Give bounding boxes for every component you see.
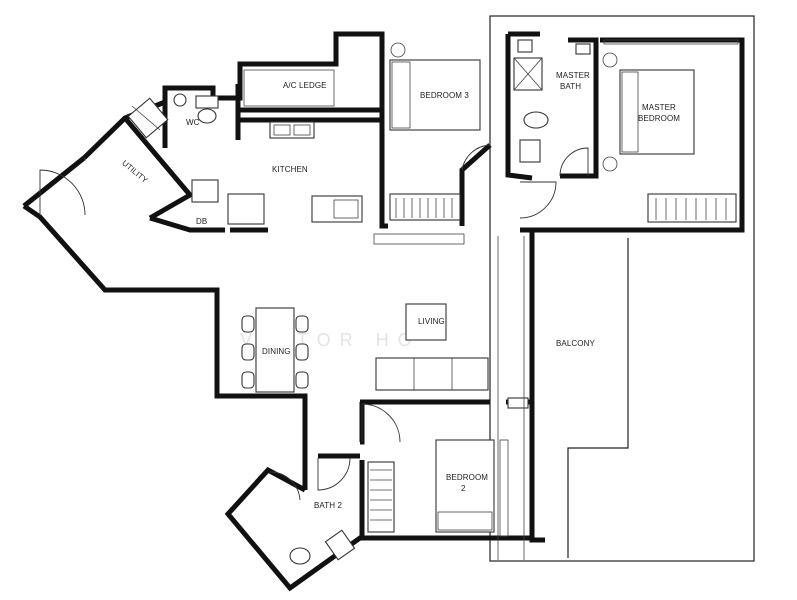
label-bedroom-2-2: 2 [461,484,466,493]
label-kitchen: KITCHEN [272,165,308,174]
label-master-bedroom-1: MASTER [642,103,676,112]
label-bath-2: BATH 2 [314,501,342,510]
label-balcony: BALCONY [556,339,595,348]
door-swings [39,144,589,501]
label-living: LIVING [418,317,445,326]
label-wc: WC [186,118,200,127]
label-master-bath-2: BATH [560,82,581,91]
label-master-bath-1: MASTER [556,71,590,80]
fixtures [127,39,739,565]
label-ac-ledge: A/C LEDGE [283,81,327,90]
label-bedroom-3: BEDROOM 3 [420,91,469,100]
label-db: DB [196,217,207,226]
label-dining: DINING [262,347,291,356]
balcony-frame [489,15,755,562]
label-master-bedroom-2: BEDROOM [638,114,680,123]
label-utility: UTILITY [120,158,150,185]
label-bedroom-2-1: BEDROOM [446,473,488,482]
